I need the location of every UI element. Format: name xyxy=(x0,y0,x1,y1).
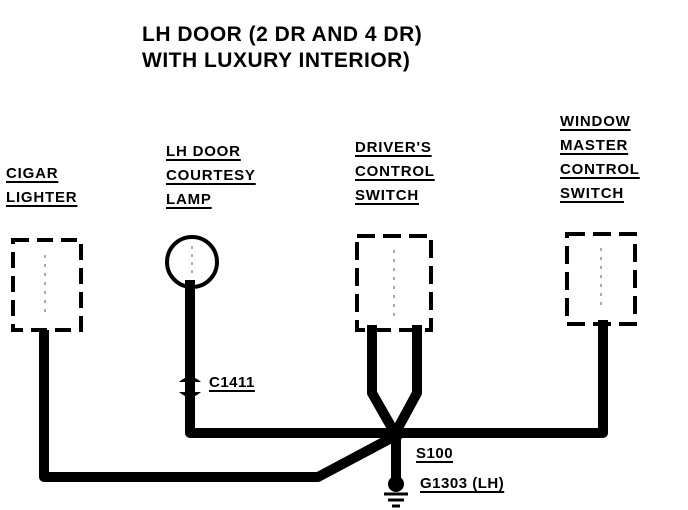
ground-g1303-label: G1303 (LH) xyxy=(420,475,505,492)
ground-icon xyxy=(384,476,408,508)
drivers-switch-label: DRIVER'S CONTROL SWITCH xyxy=(355,139,435,204)
cigar-lighter-wire xyxy=(39,330,402,482)
courtesy-lamp-label: LH DOOR COURTESY LAMP xyxy=(166,143,256,208)
title-line-2: WITH LUXURY INTERIOR) xyxy=(142,49,411,72)
drivers-switch-wire-b xyxy=(391,325,422,435)
connector-c1411-icon xyxy=(179,377,201,397)
splice-s100-icon xyxy=(388,425,404,441)
courtesy-lamp-wire xyxy=(185,280,400,438)
drivers-switch-icon xyxy=(355,234,433,332)
cigar-lighter-label: CIGAR LIGHTER xyxy=(6,165,78,206)
courtesy-lamp-icon xyxy=(165,235,219,289)
master-switch-wire xyxy=(393,320,608,438)
connector-c1411-label: C1411 xyxy=(209,374,255,391)
drivers-switch-wire-a xyxy=(367,325,399,435)
title-line-1: LH DOOR (2 DR AND 4 DR) xyxy=(142,23,423,46)
master-switch-label: WINDOW MASTER CONTROL SWITCH xyxy=(560,113,640,202)
cigar-lighter-icon xyxy=(11,238,83,332)
master-switch-icon xyxy=(565,232,637,326)
diagram-title: LH DOOR (2 DR AND 4 DR) WITH LUXURY INTE… xyxy=(142,22,422,74)
splice-s100-label: S100 xyxy=(416,445,454,462)
